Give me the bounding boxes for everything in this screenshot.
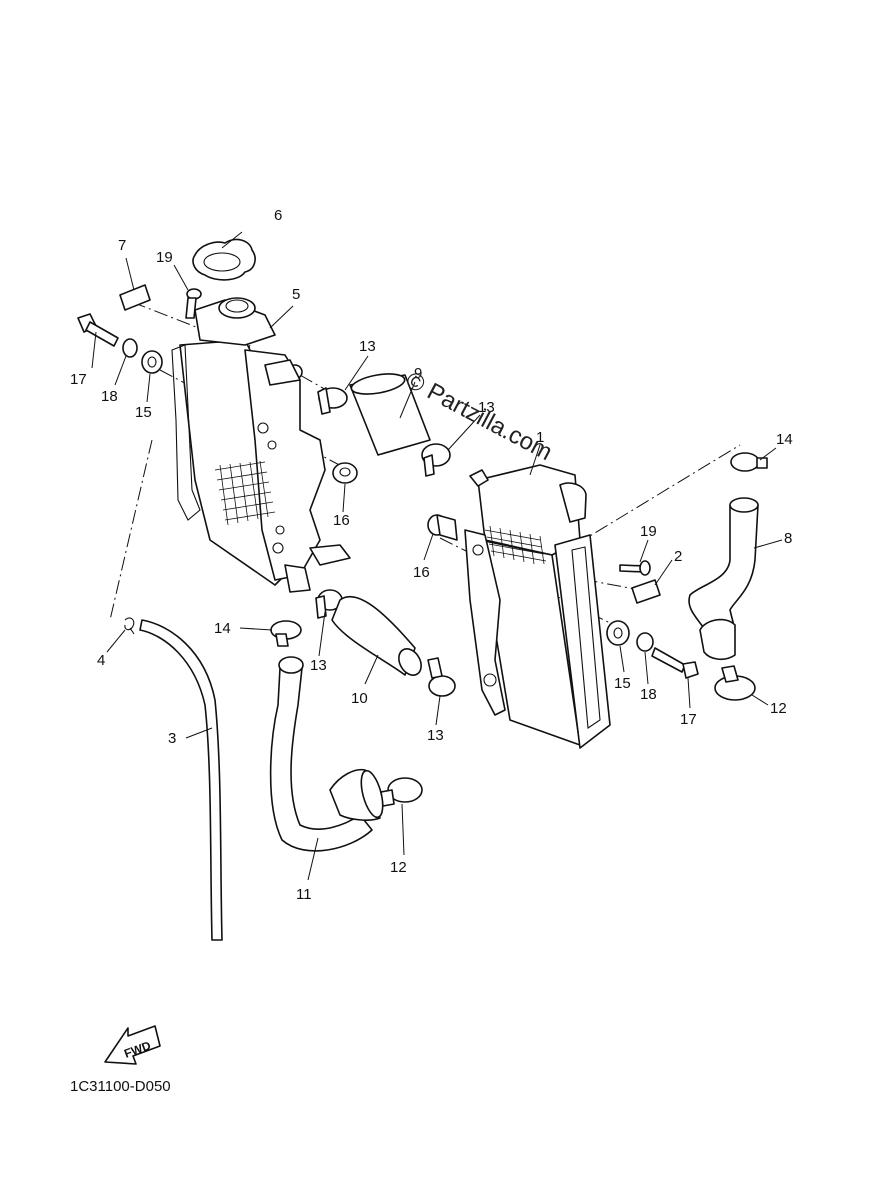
clip-4 [124,617,135,635]
callout-17-left: 17 [70,371,87,388]
callout-3: 3 [168,730,176,747]
collar-16-right [427,514,458,541]
fwd-arrow: FWD [104,1025,161,1065]
clamp-13-mid [421,443,451,477]
hose-11 [269,656,384,852]
grommet-15-left [141,350,163,374]
label-plate-left [119,284,151,311]
callout-4: 4 [97,652,105,669]
left-radiator-mesh [214,460,276,526]
callout-15-left: 15 [135,404,152,421]
callout-14-right: 14 [776,431,793,448]
callout-16-right: 16 [413,564,430,581]
callout-17-right: 17 [680,711,697,728]
callout-19-right: 19 [640,523,657,540]
right-radiator [464,464,611,749]
washer-18-right [636,632,654,652]
bolt-17-right [651,647,699,679]
callout-8: 8 [784,530,792,547]
hose-8 [688,497,759,661]
callout-16-left: 16 [333,512,350,529]
callout-15-right: 15 [614,675,631,692]
callout-7: 7 [118,237,126,254]
label-plate-right [631,579,661,604]
callout-9: 9 [414,365,422,382]
clamp-14-left [270,620,302,647]
leader-lines [91,231,783,881]
callout-12-right: 12 [770,700,787,717]
callout-13-right-lower: 13 [427,727,444,744]
diagram-code: 1C31100-D050 [70,1078,171,1095]
callout-5: 5 [292,286,300,303]
callout-13-top: 13 [359,338,376,355]
clamp-12-left [380,777,423,807]
clamp-13-top [317,387,348,415]
left-radiator [171,297,351,593]
radiator-cap [192,238,256,281]
bolt-17-left [77,313,119,347]
callout-13-left-lower: 13 [310,657,327,674]
bolt-19-left [185,288,202,319]
callout-14-left: 14 [214,620,231,637]
callout-10: 10 [351,690,368,707]
grommet-15-right [606,620,630,646]
right-radiator-mesh [484,525,547,565]
callout-11: 11 [296,886,312,903]
callouts: 6 7 19 5 17 18 15 13 9 13 1 16 16 14 8 1… [70,207,793,903]
callout-1: 1 [536,429,544,446]
clamp-13-right-lower [427,657,456,697]
callout-18-right: 18 [640,686,657,703]
callout-6: 6 [274,207,282,224]
clamp-14-right [730,452,768,472]
clamp-12-right [714,665,756,701]
bolt-19-right [619,560,651,576]
callout-12-left: 12 [390,859,407,876]
clamp-13-left-lower [315,589,343,619]
callout-19-left: 19 [156,249,173,266]
callout-2: 2 [674,548,682,565]
washer-18-left [122,338,138,358]
callout-18-left: 18 [101,388,118,405]
collar-16-left [332,462,358,484]
callout-13-mid: 13 [478,399,495,416]
breather-hose-3 [139,619,223,941]
